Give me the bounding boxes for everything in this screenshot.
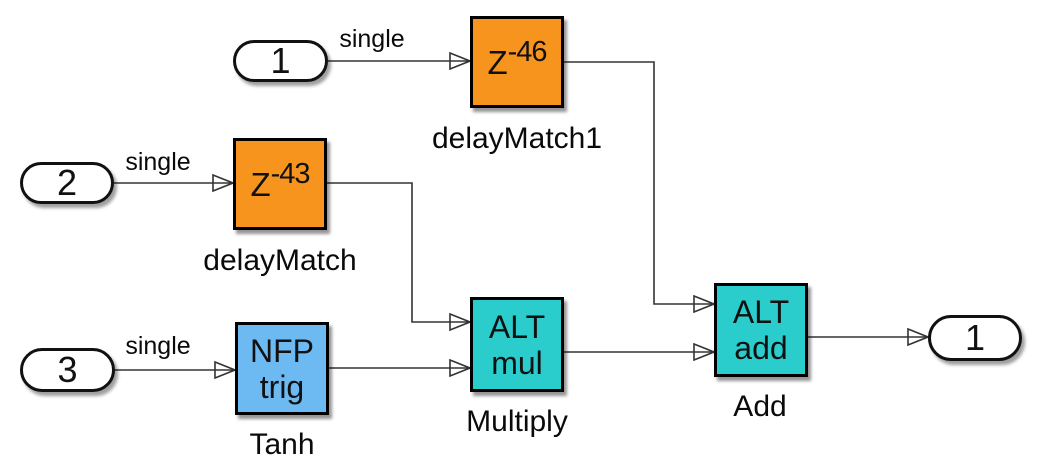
add-icon-line1: ALT xyxy=(732,294,790,330)
delaymatch1-icon-text: Z-46 xyxy=(487,35,547,81)
block-label-multiply[interactable]: Multiply xyxy=(466,405,568,438)
multiply-icon-line1: ALT xyxy=(488,308,546,345)
block-delaymatch[interactable]: Z-43 xyxy=(233,138,327,230)
outport-1-label: 1 xyxy=(964,317,986,358)
block-delaymatch1[interactable]: Z-46 xyxy=(470,16,564,108)
block-label-tanh[interactable]: Tanh xyxy=(249,428,315,461)
wire-delaymatch1-to-add[interactable] xyxy=(564,61,714,304)
block-multiply[interactable]: ALT mul xyxy=(470,297,564,392)
block-label-add[interactable]: Add xyxy=(733,390,787,423)
outport-1[interactable]: 1 xyxy=(928,315,1022,361)
inport-2[interactable]: 2 xyxy=(20,162,114,204)
add-icon-line2: add xyxy=(734,330,788,366)
inport-3-label: 3 xyxy=(57,349,78,390)
block-add[interactable]: ALT add xyxy=(714,283,808,377)
block-tanh[interactable]: NFP trig xyxy=(235,322,329,415)
inport-2-label: 2 xyxy=(56,162,78,203)
tanh-icon-line1: NFP xyxy=(250,332,314,369)
signal-label-in1: single xyxy=(339,25,405,53)
signal-label-in2: single xyxy=(125,148,191,176)
wire-delaymatch-to-multiply[interactable] xyxy=(327,182,470,322)
inport-1-label: 1 xyxy=(270,40,291,81)
signal-label-in3: single xyxy=(125,332,191,360)
block-label-delaymatch1[interactable]: delayMatch1 xyxy=(431,122,603,155)
block-label-delaymatch[interactable]: delayMatch xyxy=(203,244,357,277)
inport-3[interactable]: 3 xyxy=(20,348,115,392)
delaymatch-icon-text: Z-43 xyxy=(250,157,310,203)
inport-1[interactable]: 1 xyxy=(233,40,328,82)
multiply-icon-line2: mul xyxy=(491,344,543,381)
tanh-icon-line2: trig xyxy=(259,368,305,405)
